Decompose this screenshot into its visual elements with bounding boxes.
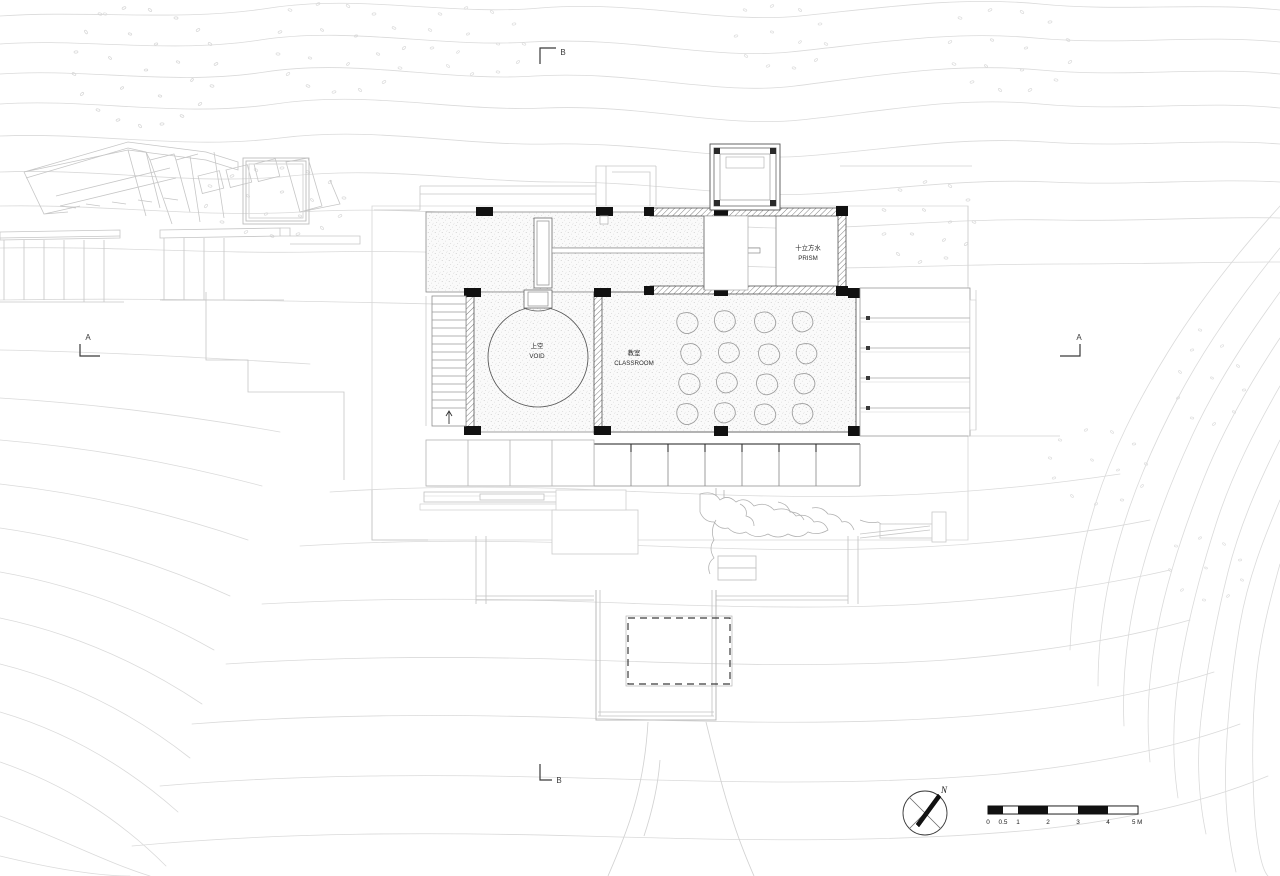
tree-canopies bbox=[71, 2, 1247, 602]
tree-canopy bbox=[204, 166, 347, 238]
staircase bbox=[425, 295, 467, 427]
section-marker-a-left: A bbox=[79, 333, 100, 357]
scale-bar: 0 0.5 1 2 3 4 5 M bbox=[986, 805, 1142, 826]
scale-seg-2-3 bbox=[1048, 806, 1078, 814]
scale-seg-0.5-1 bbox=[1003, 806, 1018, 814]
structural-columns bbox=[464, 206, 860, 436]
room-label-void-cn: 上空 bbox=[531, 341, 544, 350]
scale-tick-0: 0 bbox=[986, 819, 990, 826]
tree-canopy bbox=[427, 6, 527, 76]
skylight-tower bbox=[709, 143, 781, 211]
east-verandah bbox=[859, 287, 977, 437]
tree-canopy bbox=[881, 180, 977, 264]
scale-seg-0-0.5 bbox=[988, 806, 1003, 814]
upper-hall-partitions bbox=[533, 215, 761, 291]
outbuilding-square bbox=[242, 157, 310, 225]
room-label-prism: 十立方水 PRISM bbox=[795, 243, 821, 262]
room-label-classroom-en: CLASSROOM bbox=[614, 360, 654, 367]
section-marker-a-left-label: A bbox=[85, 333, 91, 342]
north-arrow: N bbox=[902, 785, 948, 836]
void-room-block bbox=[469, 291, 599, 433]
lower-platform bbox=[371, 489, 859, 721]
south-approach-path bbox=[607, 721, 755, 876]
tree-canopy bbox=[275, 2, 407, 94]
void-circle bbox=[487, 289, 589, 408]
right-plot-outlines bbox=[840, 165, 1060, 437]
section-marker-b-bottom-label: B bbox=[556, 776, 561, 785]
tree-canopy bbox=[733, 4, 829, 70]
tree-canopy bbox=[947, 8, 1073, 92]
north-arrow-label: N bbox=[940, 785, 948, 795]
tree-canopy bbox=[1176, 328, 1247, 426]
scale-tick-2: 2 bbox=[1046, 819, 1050, 826]
section-marker-b-top: B bbox=[539, 47, 566, 64]
tree-canopy bbox=[1047, 428, 1149, 506]
section-marker-a-right: A bbox=[1060, 333, 1082, 357]
service-boxes bbox=[717, 511, 947, 581]
prism-room-block bbox=[775, 213, 845, 291]
scale-tick-4: 4 bbox=[1106, 819, 1110, 826]
section-marker-b-bottom: B bbox=[539, 764, 562, 785]
room-label-prism-en: PRISM bbox=[798, 255, 818, 262]
scale-seg-3-4 bbox=[1078, 806, 1108, 814]
scale-seg-4-5 bbox=[1108, 806, 1138, 814]
scale-unit-label: 5 M bbox=[1132, 819, 1142, 826]
scale-tick-3: 3 bbox=[1076, 819, 1080, 826]
room-label-void-en: VOID bbox=[529, 353, 545, 360]
section-marker-b-top-label: B bbox=[560, 48, 565, 57]
room-label-void: 上空 VOID bbox=[529, 341, 545, 360]
classroom-seat-grid bbox=[676, 310, 818, 426]
tree-canopy-group bbox=[102, 12, 108, 16]
room-label-classroom: 教室 CLASSROOM bbox=[614, 348, 654, 367]
adjacent-buildings-left bbox=[0, 141, 361, 480]
room-label-classroom-cn: 教室 bbox=[628, 348, 641, 357]
north-arrow-needle bbox=[915, 793, 942, 828]
tree-canopy bbox=[71, 6, 219, 129]
scale-tick-1: 1 bbox=[1016, 819, 1020, 826]
scale-tick-0.5: 0.5 bbox=[999, 819, 1008, 826]
room-label-prism-cn: 十立方水 bbox=[795, 243, 821, 252]
section-marker-a-right-label: A bbox=[1076, 333, 1082, 342]
tree-canopy bbox=[1168, 536, 1244, 602]
scale-seg-1-2 bbox=[1018, 806, 1048, 814]
courtyard-dashed-outline bbox=[627, 617, 731, 685]
